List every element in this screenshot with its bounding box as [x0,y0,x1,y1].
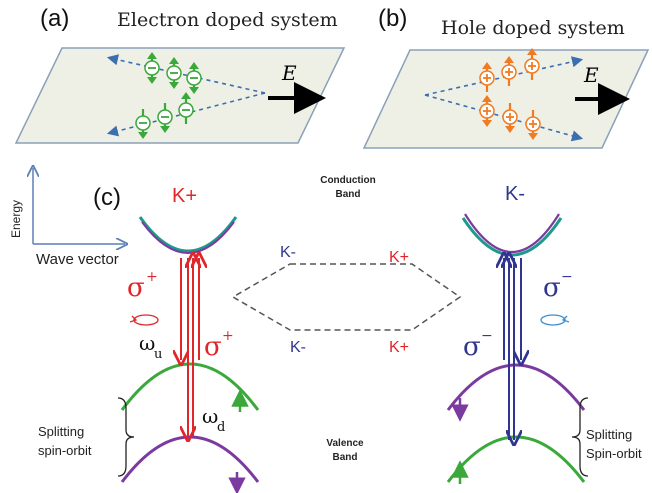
right-lower-valence-band [446,435,586,483]
conduction-band-label: Conduction [320,175,376,186]
panel-a-electron [186,62,202,94]
hex-label-bottom-left: K- [290,339,306,356]
panel-b-field-label: E [583,63,599,87]
hex-label-top-right: K+ [389,249,409,266]
panel-a-field-label: E [281,61,297,85]
sigma-plus-lower: σ + [204,328,234,362]
omega-u-label: ω u [139,331,162,362]
splitting-left-label: Splitting [38,424,84,439]
svg-text:ω: ω [139,331,155,355]
panel-b-path-upper [424,56,584,96]
left-conduction-band-purple [141,221,235,254]
panel-c: (c) Energy Wave vector Conduction Band V… [9,168,642,493]
panel-a-path-upper [106,54,266,94]
panel-b: (b) Hole doped system E [362,5,650,149]
panel-a-electron [157,103,173,133]
splitting-brace-right [571,397,589,477]
energy-axis-label: Energy [9,200,23,238]
rotation-icon-left [129,314,159,326]
svg-text:−: − [561,269,573,285]
valence-band-label: Valence [326,438,364,449]
svg-text:d: d [217,420,225,435]
sigma-minus-upper: σ − [543,269,573,303]
right-conduction-band-teal [461,217,563,257]
panel-a: (a) Electron doped system E [14,5,346,144]
rotation-icon-right [540,314,570,326]
panel-a-electron [166,57,182,89]
splitting-brace-left [117,397,135,477]
left-upper-valence-band [120,362,260,411]
svg-text:σ: σ [463,332,481,362]
panel-b-label: (b) [378,5,407,32]
svg-text:+: + [222,328,234,344]
panel-a-label: (a) [40,5,69,32]
panel-a-plane [14,47,346,144]
panel-b-hole [479,95,495,127]
panel-b-hole [501,56,517,86]
svg-text:ω: ω [202,404,218,428]
wave-vector-axis-label: Wave vector [36,251,119,268]
panel-a-electron [135,109,151,139]
right-upper-valence-band [446,363,586,411]
brillouin-hexagon [231,263,462,331]
svg-text:σ: σ [543,273,561,303]
splitting-left-label-2: spin-orbit [38,443,92,458]
hex-label-bottom-right: K+ [389,339,409,356]
splitting-right-label: Splitting [586,427,632,442]
valence-band-label-2: Band [333,452,358,463]
valley-left-label: K+ [172,185,197,207]
panel-a-electron [178,92,194,124]
conduction-band-label-2: Band [336,189,361,200]
panel-b-hole [502,103,518,133]
panel-b-hole [524,48,540,80]
panel-b-hole [525,110,541,140]
panel-b-title: Hole doped system [441,17,625,39]
omega-d-label: ω d [202,404,225,435]
valley-right-label: K- [505,183,525,205]
sigma-plus-upper: σ + [127,269,158,303]
panel-a-electron [144,52,160,84]
sigma-minus-lower: σ − [463,328,493,362]
panel-b-plane [362,49,650,149]
svg-text:u: u [154,347,162,362]
right-conduction-band-purple [464,213,560,253]
svg-text:+: + [146,269,158,285]
hex-label-top-left: K- [280,244,296,261]
left-conduction-band-teal [138,216,238,253]
panel-c-label: (c) [93,184,121,211]
panel-a-title: Electron doped system [117,9,338,31]
svg-text:σ: σ [204,332,222,362]
splitting-right-label-2: Spin-orbit [586,446,642,461]
panel-b-hole [479,62,495,92]
svg-text:σ: σ [127,273,145,303]
svg-text:−: − [481,328,493,344]
